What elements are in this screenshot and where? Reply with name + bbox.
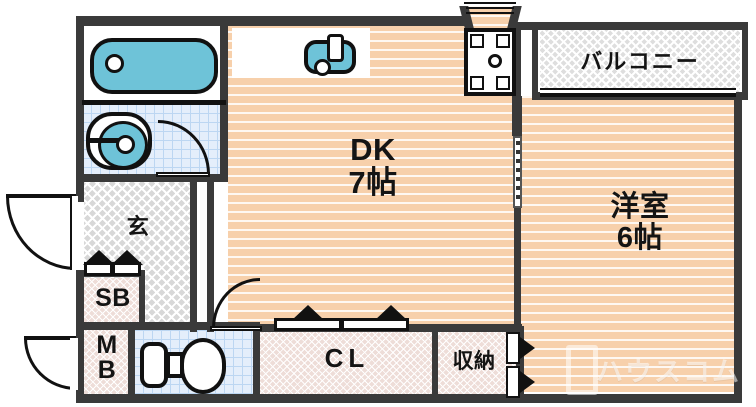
sliding-partition-dk-washitsu[interactable]: [513, 136, 522, 208]
bay-corner-tr: [496, 34, 510, 48]
label-storage: 収納: [452, 350, 496, 373]
bathtub-drain-icon: [105, 54, 124, 73]
wall-bottom-outer: [76, 394, 742, 403]
wall-cl-right: [432, 326, 438, 400]
washroom-door-leaf[interactable]: [156, 172, 210, 177]
wall-sb-right: [139, 270, 145, 326]
wall-bath-right: [220, 16, 228, 178]
wall-top-main: [76, 16, 468, 26]
wall-storage-right: [516, 326, 524, 402]
label-genkan: 玄: [126, 214, 150, 239]
label-cl: CL: [324, 343, 370, 373]
label-washitsu: 洋室 6帖: [570, 192, 710, 253]
label-washitsu-size: 6帖: [616, 221, 664, 254]
dk-door-leaf[interactable]: [210, 326, 262, 331]
dk-door-swing[interactable]: [212, 278, 260, 328]
balcony-sliding-window[interactable]: [540, 88, 736, 97]
wall-storage-top: [434, 324, 522, 332]
watermark-text: ハウスコム: [596, 357, 741, 387]
storage-door-panel-top[interactable]: [506, 332, 520, 364]
room-fill-mb: [84, 330, 130, 402]
wall-balcony-right: [742, 22, 748, 100]
bay-top-sash2: [466, 7, 514, 9]
kitchen-sink-drain-icon: [314, 59, 331, 76]
toilet-tank: [140, 342, 168, 388]
label-dk: DK 7帖: [303, 132, 443, 200]
room-fill-cl: [258, 330, 436, 402]
partition-dot-pattern: [515, 141, 520, 203]
storage-slide-arrow-bottom-icon: [520, 371, 535, 393]
label-mb-line1: M: [96, 331, 118, 359]
washbasin: [86, 112, 152, 170]
wall-mb-top: [76, 322, 138, 330]
wall-dk-left: [207, 174, 214, 332]
toilet-bowl: [180, 338, 226, 394]
window-mullion: [540, 92, 736, 95]
wall-washroom-bottom: [76, 174, 228, 182]
washbasin-knob-icon: [116, 135, 135, 154]
bay-corner-br: [496, 76, 510, 90]
kitchen-sink: [304, 34, 356, 76]
kitchen-faucet-icon: [327, 34, 344, 62]
cl-fold-arrow-right-icon: [375, 305, 407, 320]
storage-door-panel-bottom[interactable]: [506, 366, 520, 398]
bay-top-sash: [464, 2, 516, 4]
label-dk-size: 7帖: [348, 164, 398, 200]
bay-drain-icon: [488, 54, 502, 68]
entrance-door-jamb-line: [70, 196, 72, 270]
wall-toilet-top: [128, 322, 260, 330]
label-dk-name: DK: [350, 132, 396, 167]
bay-window-unit: [464, 28, 516, 96]
room-fill-washitsu: [518, 96, 738, 392]
wall-balcony-left: [532, 22, 538, 100]
bathtub: [90, 38, 218, 94]
entrance-door-swing[interactable]: [6, 196, 76, 270]
mb-door-jamb: [70, 338, 78, 390]
wall-right-outer: [734, 96, 742, 402]
bay-nook-floor: [464, 6, 516, 26]
room-fill-sb: [84, 278, 142, 324]
wall-bay-to-dk: [512, 26, 521, 98]
sb-fold-arrow-left-icon: [83, 250, 115, 265]
wall-left-outer-lower: [76, 270, 84, 402]
label-mb-line2: B: [97, 356, 117, 384]
bay-corner-bl: [470, 76, 484, 90]
wall-toilet-right: [253, 326, 260, 402]
wall-left-outer: [76, 16, 84, 202]
bay-top-sash3: [466, 12, 514, 14]
label-mb: M B: [86, 333, 128, 383]
wall-dk-washitsu-upper: [512, 96, 522, 136]
entrance-door-leaf[interactable]: [6, 194, 76, 198]
label-washitsu-name: 洋室: [610, 191, 670, 223]
wall-top-balcony: [516, 22, 744, 30]
sb-fold-arrow-right-icon: [111, 250, 143, 265]
wall-genkan-right: [190, 174, 197, 332]
cl-fold-arrow-left-icon: [292, 305, 324, 320]
bay-corner-tl: [470, 34, 484, 48]
washbasin-faucet-bar-icon: [88, 138, 122, 143]
genkan-dk-gap: [197, 182, 207, 330]
watermark-logo-icon: [566, 345, 598, 395]
wall-bath-washroom-divider: [82, 100, 226, 105]
wall-dk-washitsu-lower: [514, 208, 521, 330]
label-balcony: バルコニー: [580, 49, 700, 74]
label-sb: SB: [95, 284, 131, 312]
entrance-door-jamb: [70, 196, 78, 270]
storage-slide-arrow-top-icon: [520, 337, 535, 359]
wall-mb-right: [128, 326, 135, 402]
mb-door-swing[interactable]: [24, 338, 76, 390]
mb-door-leaf[interactable]: [24, 336, 76, 340]
room-fill-balcony: [540, 30, 740, 96]
